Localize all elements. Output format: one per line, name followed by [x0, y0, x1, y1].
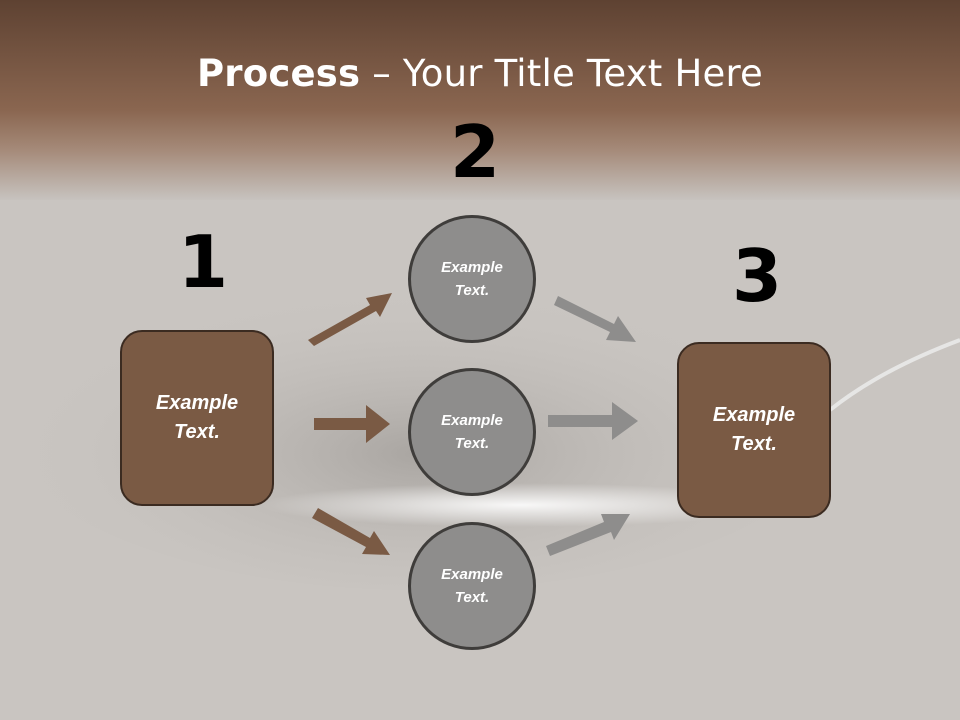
title-bold: Process	[196, 52, 361, 95]
step-number-1: 1	[178, 220, 229, 304]
step-3-label: Example Text.	[712, 404, 796, 455]
step-2-circle-middle: Example Text.	[408, 368, 536, 496]
arrow-top-to-right	[554, 296, 636, 342]
circle-bottom-label: Example Text.	[441, 566, 503, 606]
arrow-bottom-to-right	[546, 514, 630, 556]
slide-title: Process – Your Title Text Here	[0, 52, 960, 95]
arrow-left-to-middle	[314, 405, 390, 443]
title-rest: – Your Title Text Here	[360, 52, 764, 95]
step-1-box: Example Text.	[120, 330, 274, 506]
arrow-left-to-top	[308, 293, 392, 346]
step-number-2: 2	[450, 110, 501, 194]
step-2-circle-bottom: Example Text.	[408, 522, 536, 650]
step-2-circle-top: Example Text.	[408, 215, 536, 343]
step-1-label: Example Text.	[155, 392, 239, 443]
step-number-3: 3	[732, 234, 783, 318]
circle-middle-label: Example Text.	[441, 412, 503, 452]
circle-top-label: Example Text.	[441, 259, 503, 299]
arrow-middle-to-right	[548, 402, 638, 440]
arrow-left-to-bottom	[312, 508, 390, 555]
step-3-box: Example Text.	[677, 342, 831, 518]
